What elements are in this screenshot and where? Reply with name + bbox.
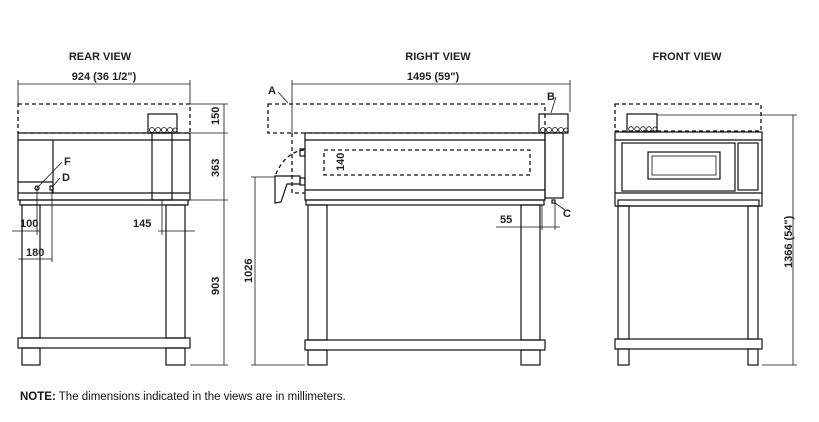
label-a: A xyxy=(268,85,276,97)
label-f: F xyxy=(64,156,71,168)
right-hood-outline xyxy=(267,103,546,134)
label-b: B xyxy=(547,91,555,103)
rear-width-dimension: 924 (36 1/2") xyxy=(72,71,137,83)
note-text: The dimensions indicated in the views ar… xyxy=(55,391,346,403)
front-bottom-shelf xyxy=(614,338,763,350)
dim-150: 150 xyxy=(210,107,222,125)
dim-140: 140 xyxy=(335,153,347,171)
units-note: NOTE: The dimensions indicated in the vi… xyxy=(20,391,346,403)
right-right-leg xyxy=(520,204,541,341)
front-right-leg xyxy=(747,205,759,340)
front-view-title: FRONT VIEW xyxy=(652,51,722,63)
dim-100: 100 xyxy=(20,218,38,230)
rear-view-title: REAR VIEW xyxy=(69,51,132,63)
dim-363: 363 xyxy=(210,159,222,177)
right-left-leg xyxy=(307,204,328,341)
front-hood-outline xyxy=(614,103,762,132)
dim-180: 180 xyxy=(26,247,44,259)
right-window-outline xyxy=(323,149,531,176)
door-handle xyxy=(274,175,301,204)
dim-1366: 1366 (54") xyxy=(783,215,795,268)
rear-bottom-shelf xyxy=(17,337,191,349)
front-left-leg xyxy=(617,205,630,340)
dim-1026: 1026 xyxy=(243,259,255,283)
control-panel xyxy=(737,142,759,191)
rear-view: REAR VIEW 924 (36 1/2") F D 100 180 145 … xyxy=(12,51,228,366)
right-view: RIGHT VIEW 1495 (59") A B 140 C 55 xyxy=(243,51,571,366)
front-chimney xyxy=(626,113,658,133)
dim-145: 145 xyxy=(133,218,151,230)
label-d: D xyxy=(62,172,70,184)
dim-55: 55 xyxy=(500,214,512,226)
right-bottom-shelf xyxy=(304,339,546,351)
rear-right-leg xyxy=(165,204,186,339)
right-width-dimension: 1495 (59") xyxy=(407,71,460,83)
note-label: NOTE: xyxy=(20,391,56,403)
front-view: FRONT VIEW 1366 (54") xyxy=(614,51,797,366)
oven-door xyxy=(621,142,736,192)
oven-window xyxy=(647,151,721,180)
right-view-title: RIGHT VIEW xyxy=(405,51,471,63)
rear-oven-body xyxy=(17,132,191,201)
rear-hood-outline xyxy=(17,103,191,134)
dim-903: 903 xyxy=(210,277,222,295)
label-c: C xyxy=(563,208,571,220)
